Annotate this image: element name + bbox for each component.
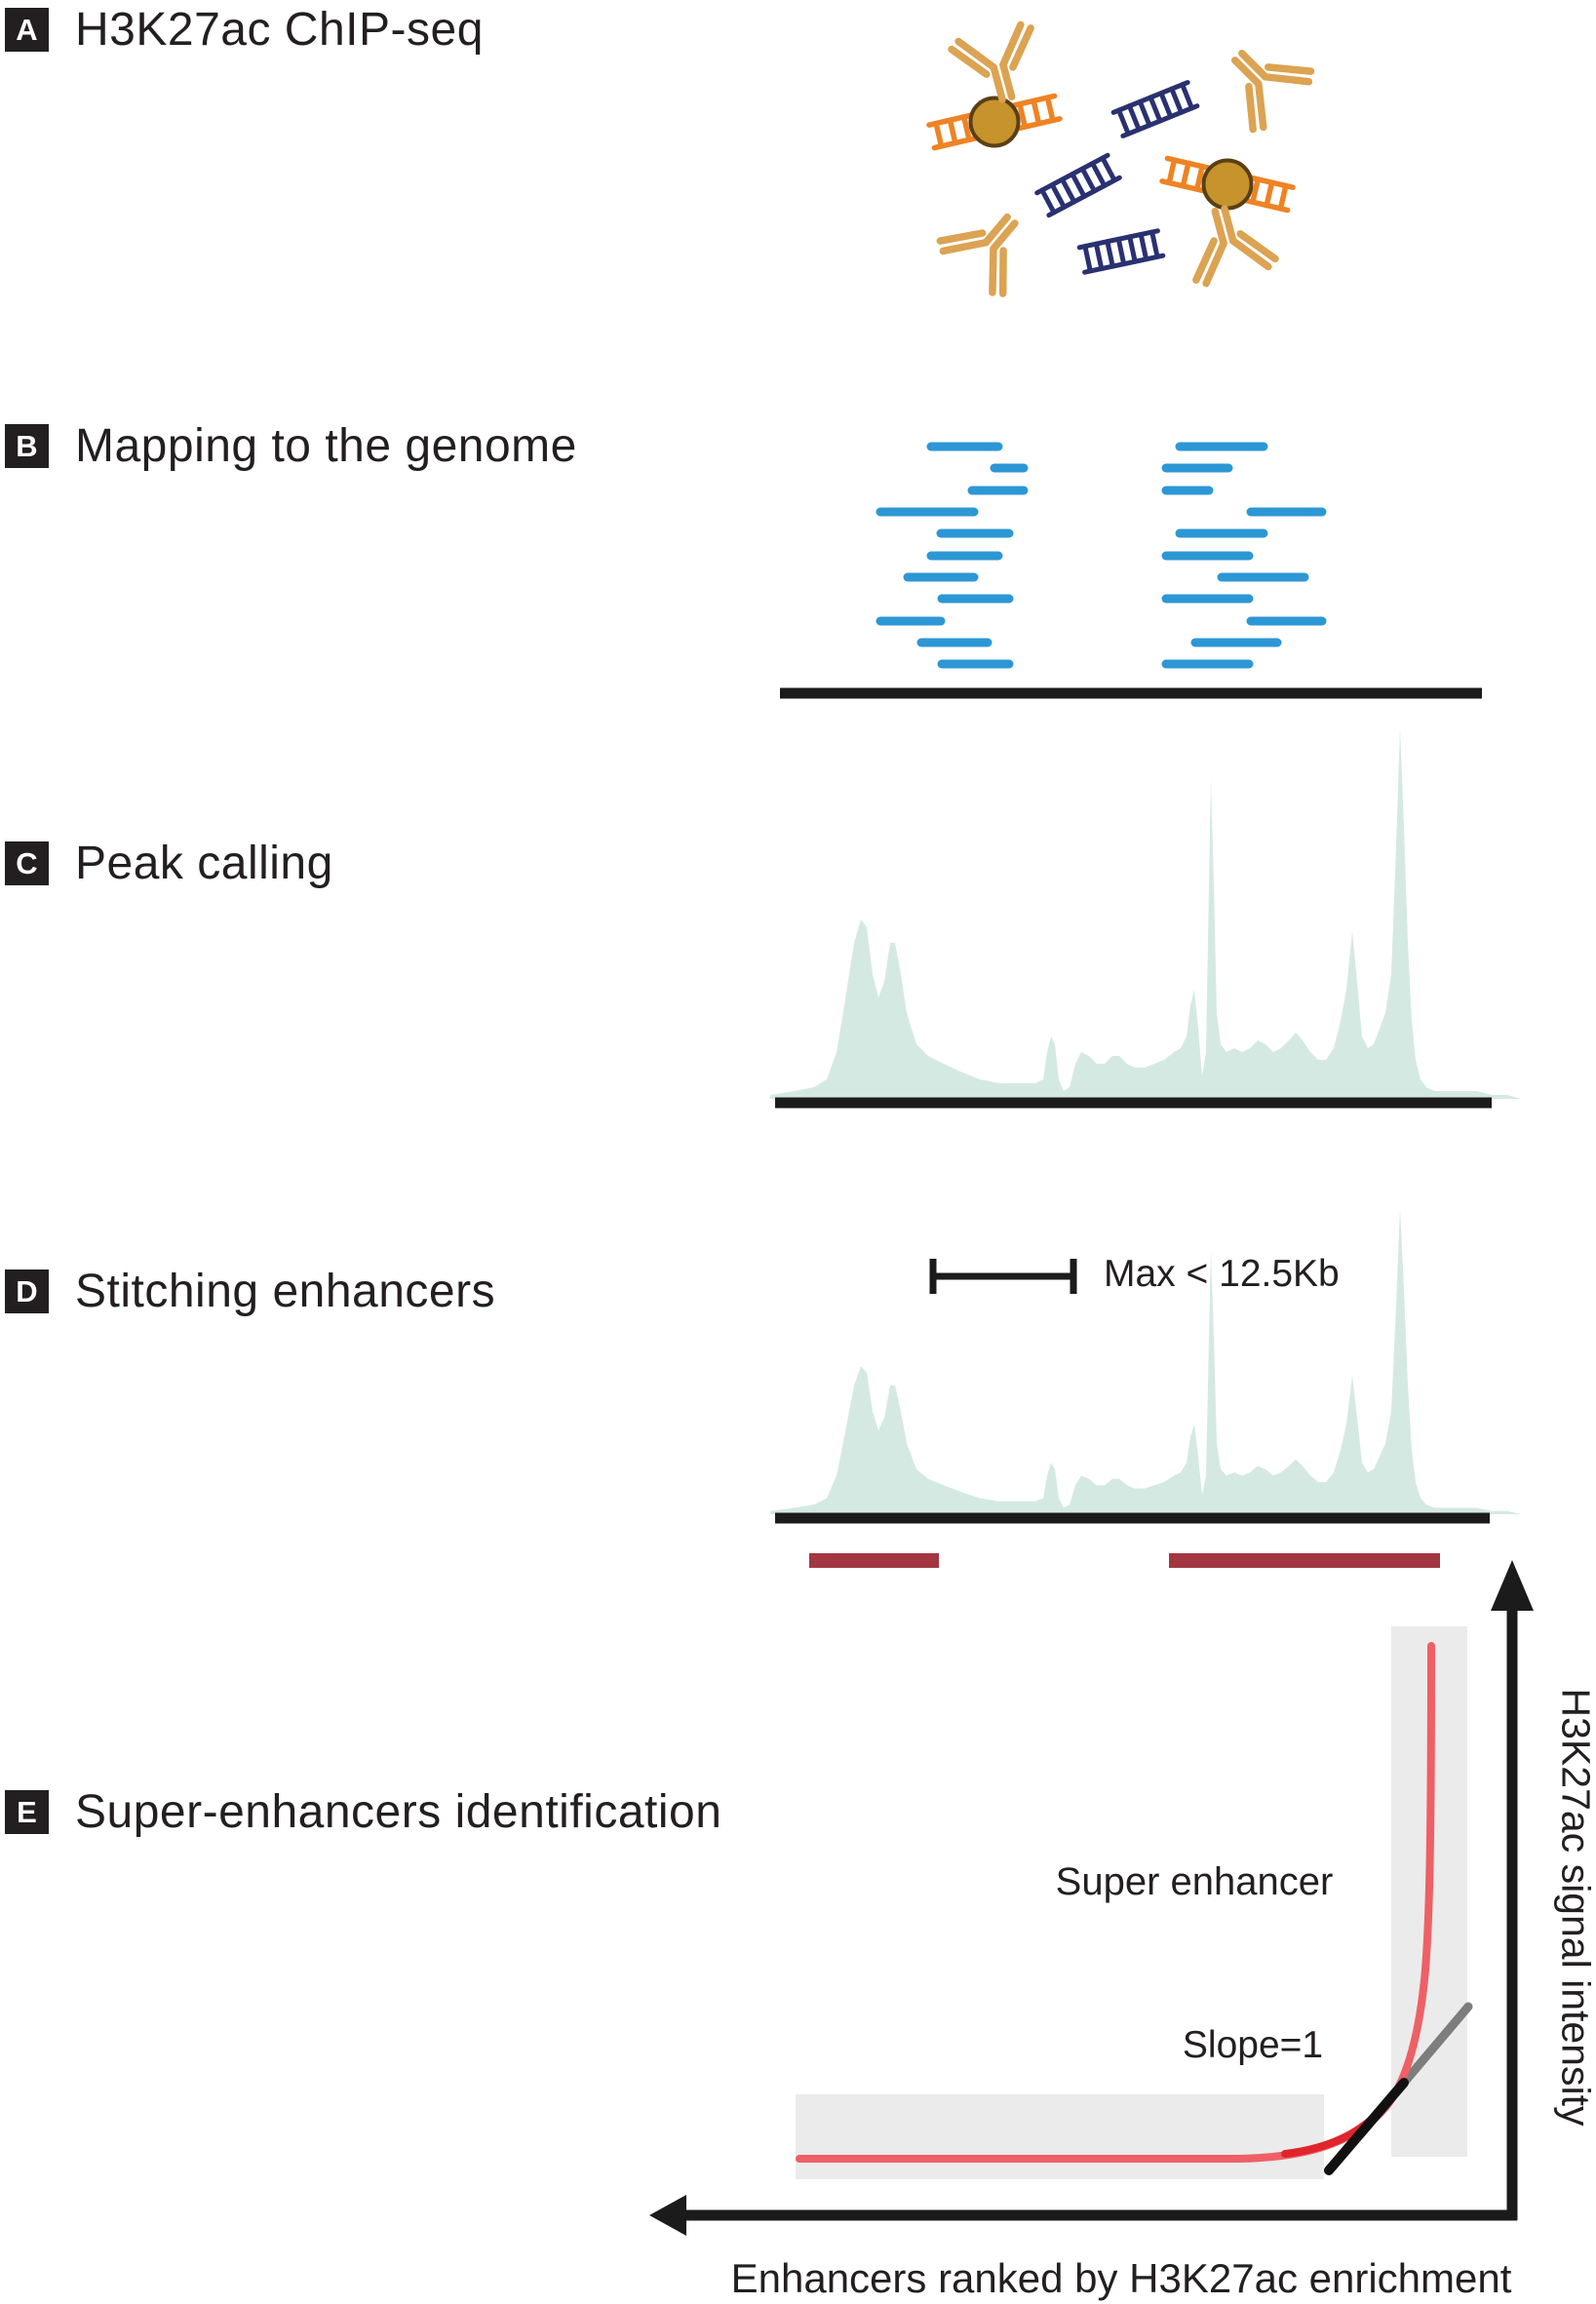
panel-badge-a: A <box>5 8 49 52</box>
dna-rung <box>1180 160 1191 189</box>
dna-rung <box>1082 244 1093 274</box>
super-enhancer-annotation: Super enhancer <box>1055 1860 1334 1903</box>
panel-badge-c: C <box>5 841 49 885</box>
dna-rung <box>1116 107 1131 137</box>
antibody-stroke <box>1202 239 1227 288</box>
dna-rung <box>1250 176 1262 206</box>
nucleosome-icon <box>968 96 1021 148</box>
dna-rung <box>1044 95 1056 124</box>
dna-rung <box>1148 95 1163 124</box>
dna-fragment-icon <box>1110 80 1200 138</box>
panel-title-a: H3K27ac ChIP-seq <box>75 4 484 56</box>
antibody-stroke <box>1221 205 1237 245</box>
antibody-stroke <box>1245 82 1257 134</box>
tangent-line-lower <box>1324 2078 1409 2175</box>
antibody-stroke <box>1229 237 1272 271</box>
panel-badge-d: D <box>5 1269 49 1313</box>
panel-badge-e: E <box>5 1790 49 1834</box>
dna-rung <box>1031 98 1042 127</box>
dna-rung <box>1193 163 1205 192</box>
stitching-max-distance-label: Max < 12.5Kb <box>1104 1253 1340 1295</box>
panel-c-header: C Peak calling <box>5 837 333 890</box>
antibody-stroke <box>1236 230 1279 263</box>
stitched-enhancer-bar <box>1169 1553 1440 1568</box>
antibody-icon <box>936 213 1019 297</box>
dna-fragment-icon <box>1034 152 1122 218</box>
tangent-line-upper <box>1399 2002 1473 2088</box>
dna-rung <box>1180 82 1194 111</box>
dna-rung <box>1166 157 1178 186</box>
dna-rung <box>1115 236 1127 267</box>
dna-rung <box>1100 155 1117 183</box>
dna-rung <box>1138 231 1149 262</box>
antibody-stroke <box>1231 57 1263 88</box>
dna-rung <box>1017 100 1029 130</box>
antibody-stroke <box>989 245 997 296</box>
antibody-stroke <box>990 63 1006 103</box>
antibody-stroke <box>936 229 987 245</box>
antibody-stroke <box>1238 50 1269 81</box>
dna-rung <box>1264 179 1275 209</box>
dna-rung <box>960 114 972 143</box>
dna-rung <box>947 117 958 146</box>
antibody-stroke <box>999 20 1025 69</box>
coverage-track-c <box>770 728 1521 1099</box>
antibody-stroke <box>939 238 991 255</box>
antibody-stroke <box>1211 207 1227 248</box>
antibody-icon <box>1231 50 1315 134</box>
antibody-stroke <box>982 213 1011 247</box>
dna-rung <box>1090 161 1108 188</box>
panel-b-header: B Mapping to the genome <box>5 419 577 473</box>
antibody-stroke <box>1192 237 1218 284</box>
antibody-stroke <box>990 219 1019 253</box>
slope-annotation: Slope=1 <box>1182 2024 1324 2066</box>
x-axis-arrowhead-icon <box>649 2195 686 2236</box>
antibody-icon <box>948 20 1034 103</box>
dna-rung <box>1277 182 1289 212</box>
antibody-icon <box>1192 205 1279 288</box>
stitched-enhancer-bar <box>809 1553 939 1568</box>
panel-e-header: E Super-enhancers identification <box>5 1785 721 1839</box>
dna-fragment-icon <box>1076 228 1166 275</box>
antibody-stroke <box>1009 24 1034 71</box>
dna-rung <box>1070 172 1087 199</box>
panel-d-header: D Stitching enhancers <box>5 1265 495 1318</box>
antibody-stroke <box>1255 80 1267 132</box>
antibody-stroke <box>998 247 1007 297</box>
dna-rung <box>1149 229 1160 259</box>
typical-enhancer-region-box <box>796 2094 1324 2179</box>
dna-rung <box>1093 241 1105 272</box>
dna-rung <box>1039 187 1057 215</box>
dna-rung <box>1049 182 1067 210</box>
antibody-stroke <box>954 37 997 71</box>
dna-rung <box>1079 166 1097 194</box>
dna-rung <box>1060 176 1077 205</box>
panel-title-c: Peak calling <box>75 838 333 889</box>
antibody-stroke <box>948 45 991 78</box>
dna-rung <box>1105 239 1115 269</box>
antibody-stroke <box>999 60 1016 101</box>
dna-rung <box>933 120 945 149</box>
y-axis-label: H3K27ac signal intensity <box>1553 1688 1596 2127</box>
antibody-stroke <box>1262 73 1313 86</box>
dna-rung <box>1158 91 1174 120</box>
panel-title-b: Mapping to the genome <box>75 420 577 472</box>
y-axis-arrowhead-icon <box>1491 1560 1534 1611</box>
antibody-stroke <box>1264 63 1315 75</box>
dna-rung <box>1127 234 1138 264</box>
x-axis-label: Enhancers ranked by H3K27ac enrichment <box>730 2255 1512 2301</box>
panel-title-e: Super-enhancers identification <box>75 1786 722 1838</box>
nucleosome-icon <box>1201 158 1254 211</box>
coverage-track-d <box>770 1208 1521 1514</box>
panel-badge-b: B <box>5 424 49 468</box>
dna-rung <box>1126 103 1142 133</box>
dna-rung <box>1137 98 1152 128</box>
panel-title-d: Stitching enhancers <box>75 1266 496 1317</box>
dna-rung <box>1169 86 1185 115</box>
panel-a-header: A H3K27ac ChIP-seq <box>5 3 484 57</box>
